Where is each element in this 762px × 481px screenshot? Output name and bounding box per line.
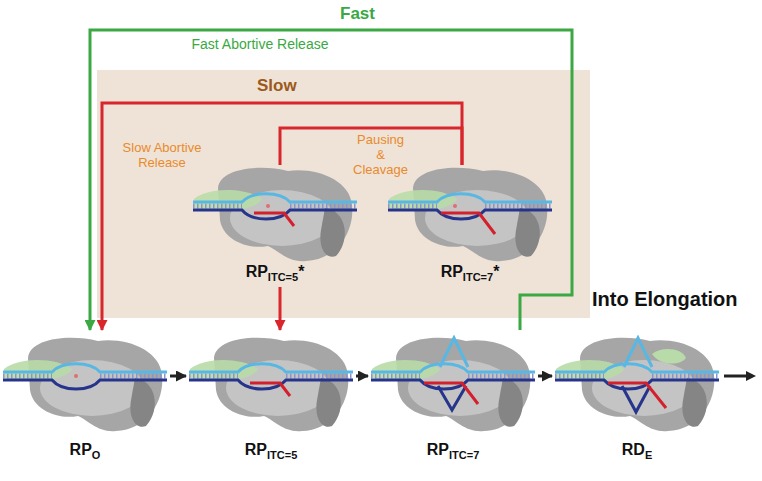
state-subscript: ITC=5: [268, 271, 298, 283]
complex-state: RPITC=5: [186, 330, 356, 465]
state-label: RPITC=5*: [246, 262, 305, 287]
connector: [538, 375, 552, 378]
complex-state: RPITC=7*: [385, 165, 555, 287]
complex-state: RPITC=7: [368, 330, 538, 465]
complex-state: RDE: [552, 330, 722, 465]
exit-arrow: [724, 375, 748, 378]
state-name: RP: [246, 263, 268, 280]
state-subscript: O: [92, 449, 101, 461]
complex-picture: [555, 338, 719, 431]
state-subscript: ITC=5: [267, 449, 297, 461]
state-label: RDE: [622, 440, 652, 465]
connector: [90, 30, 572, 330]
state-subscript: E: [645, 449, 652, 461]
state-label: RPITC=7*: [441, 262, 500, 287]
connector: [170, 375, 186, 378]
complex-picture: [371, 338, 535, 431]
connector: [356, 375, 368, 378]
state-name: RD: [622, 441, 645, 458]
state-name: RP: [427, 441, 449, 458]
edge-label: Pausing & Cleavage: [352, 132, 409, 177]
slow-band: [97, 70, 590, 318]
state-name: RP: [245, 441, 267, 458]
diagram-label: Fast: [340, 4, 375, 24]
exit-arrowhead: [746, 371, 756, 381]
connector: [102, 103, 462, 330]
diagram-label: Into Elongation: [592, 288, 738, 311]
complex-state: RPO: [0, 330, 170, 465]
connector: [279, 287, 282, 330]
state-label: RPO: [70, 440, 101, 465]
state-name: RP: [70, 441, 92, 458]
complex-state: RPITC=5*: [190, 165, 360, 287]
state-name: RP: [441, 263, 463, 280]
complex-picture: [189, 338, 353, 431]
edge-label: Fast Abortive Release: [180, 37, 340, 52]
state-label: RPITC=7: [427, 440, 480, 465]
state-name: *: [298, 263, 304, 280]
edge-label: Slow Abortive Release: [112, 140, 212, 170]
state-name: *: [493, 263, 499, 280]
complex-picture: [3, 338, 167, 431]
state-subscript: ITC=7: [463, 271, 493, 283]
state-label: RPITC=5: [245, 440, 298, 465]
complex-picture: [388, 168, 552, 261]
region-heading: Slow: [257, 76, 297, 96]
complex-picture: [193, 168, 357, 261]
state-subscript: ITC=7: [449, 449, 479, 461]
slow-region: SlowRPITC=5*RPITC=7*: [97, 70, 590, 318]
